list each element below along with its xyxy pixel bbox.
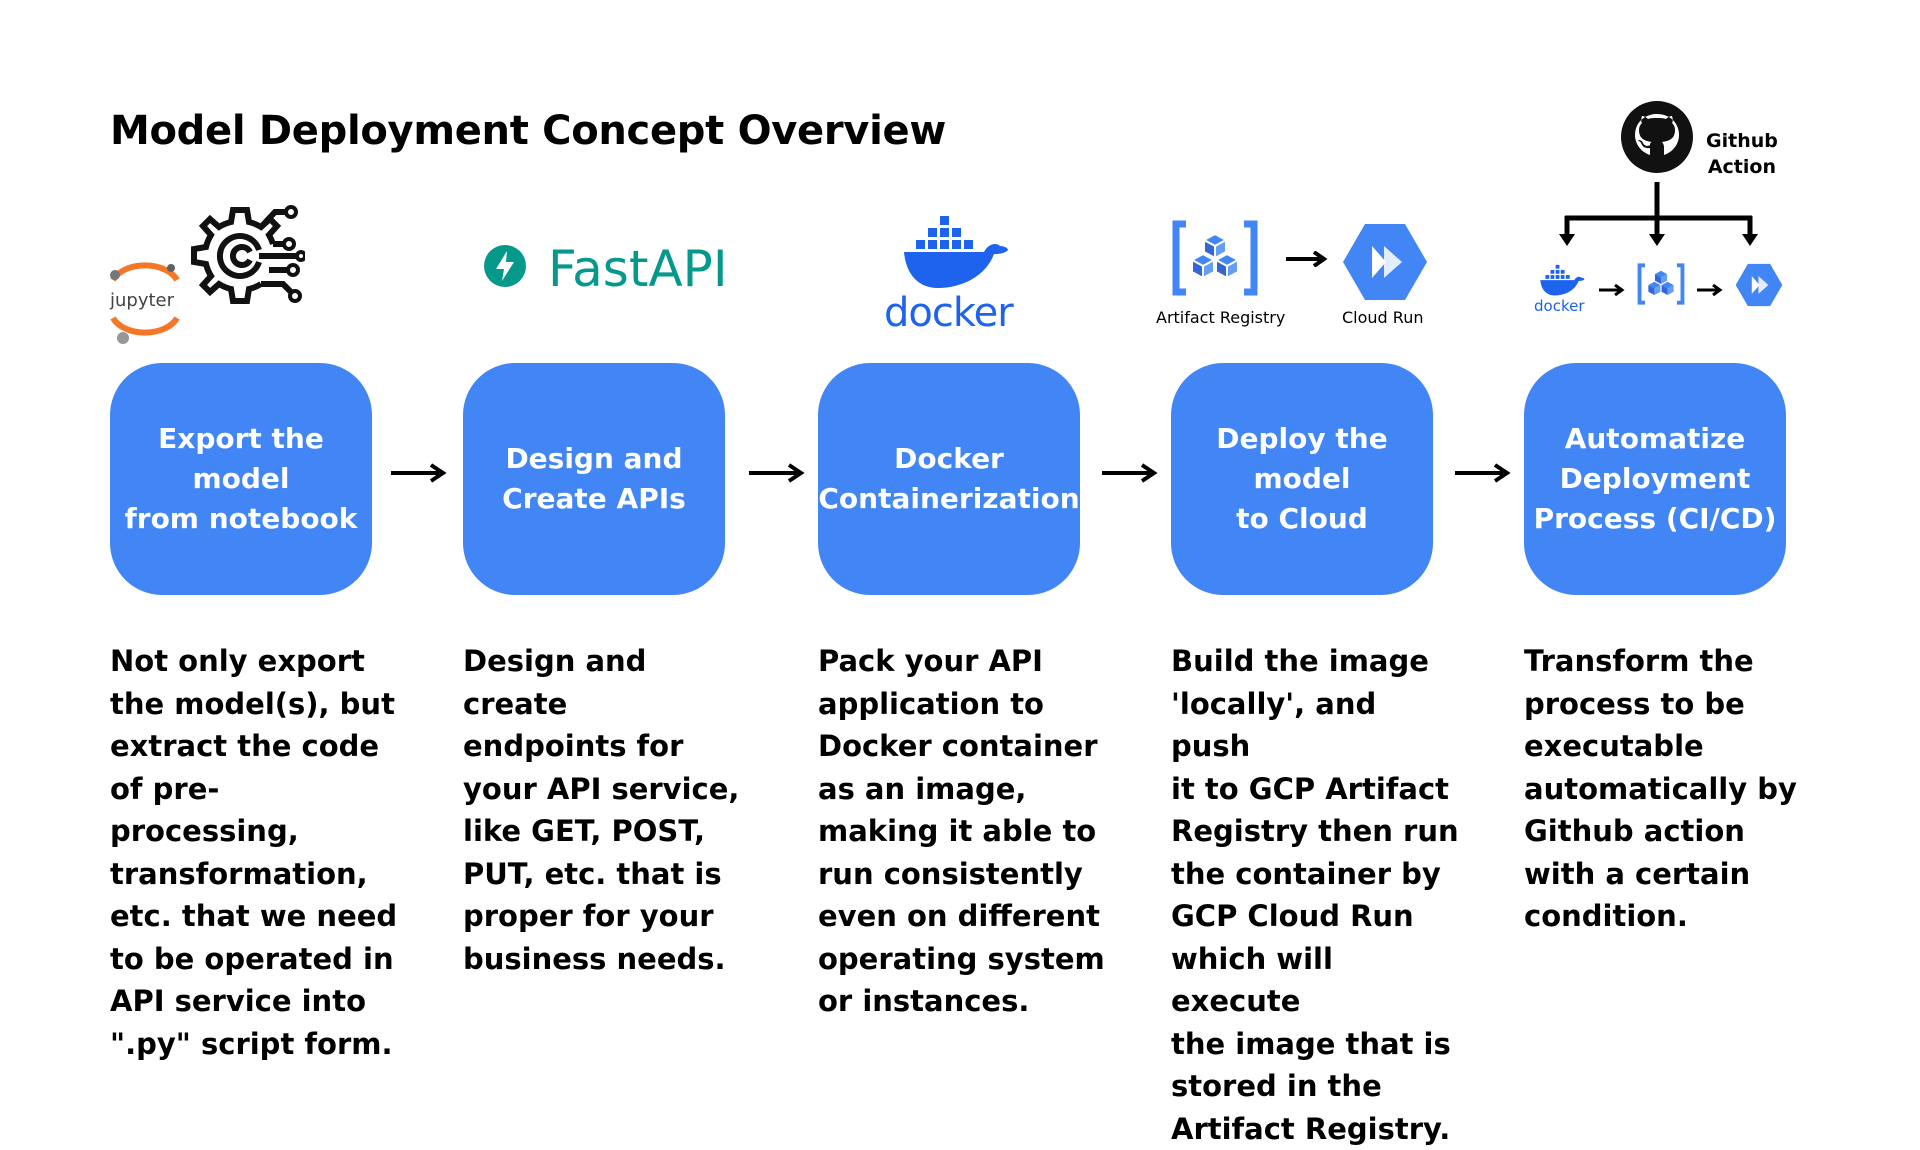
step-description-design-api: Design and create endpoints for your API… (463, 644, 740, 976)
step-box-docker: Docker Containerization (818, 363, 1080, 595)
flow-arrow-icon (1100, 462, 1158, 488)
step-box-export: Export the model from notebook (110, 363, 372, 595)
fastapi-bolt-icon (484, 245, 526, 287)
arrow-right-icon (1598, 281, 1626, 297)
artifact-registry-label: Artifact Registry (1156, 308, 1286, 327)
step-box-design-api: Design and Create APIs (463, 363, 725, 595)
docker-small-icon (1538, 264, 1586, 298)
jupyter-label: jupyter (110, 290, 175, 311)
arrow-right-icon (1696, 281, 1724, 297)
docker-whale-icon (904, 216, 1008, 288)
cloud-run-icon (1340, 222, 1430, 302)
step-description-cicd: Transform the process to be executable a… (1524, 644, 1797, 933)
branch-arrows-icon (1550, 182, 1770, 248)
fastapi-logo (483, 244, 527, 288)
jupyter-gear-icon (105, 200, 305, 350)
github-icon (1620, 100, 1694, 174)
gear-icon (191, 205, 305, 304)
step-title: Docker Containerization (818, 442, 1080, 515)
step-description-deploy: Build the image 'locally', and push it t… (1171, 644, 1459, 1146)
step-description-docker: Pack your API application to Docker cont… (818, 644, 1105, 1018)
fastapi-label: FastAPI (548, 240, 728, 298)
step-description-export: Not only export the model(s), but extrac… (110, 644, 398, 1061)
docker-small-label: docker (1534, 297, 1585, 315)
step-title: Automatize Deployment Process (CI/CD) (1533, 422, 1777, 535)
step-box-deploy: Deploy the model to Cloud (1171, 363, 1433, 595)
page-title: Model Deployment Concept Overview (110, 108, 946, 154)
docker-logo (900, 214, 1010, 294)
docker-label: docker (884, 290, 1014, 336)
arrow-right-icon (1284, 250, 1328, 268)
step-title: Design and Create APIs (502, 442, 686, 515)
jupyter-logo-icon (110, 262, 180, 344)
artifact-registry-small-icon (1636, 262, 1686, 306)
artifact-registry-icon (1170, 218, 1260, 298)
step-box-cicd: Automatize Deployment Process (CI/CD) (1524, 363, 1786, 595)
step-title: Deploy the model to Cloud (1216, 422, 1388, 535)
github-action-label: Github Action (1706, 130, 1778, 178)
step-title: Export the model from notebook (124, 422, 358, 535)
cloud-run-small-icon (1734, 262, 1784, 308)
flow-arrow-icon (1453, 462, 1511, 488)
flow-arrow-icon (747, 462, 805, 488)
flow-arrow-icon (389, 462, 447, 488)
cloud-run-label: Cloud Run (1342, 308, 1424, 327)
